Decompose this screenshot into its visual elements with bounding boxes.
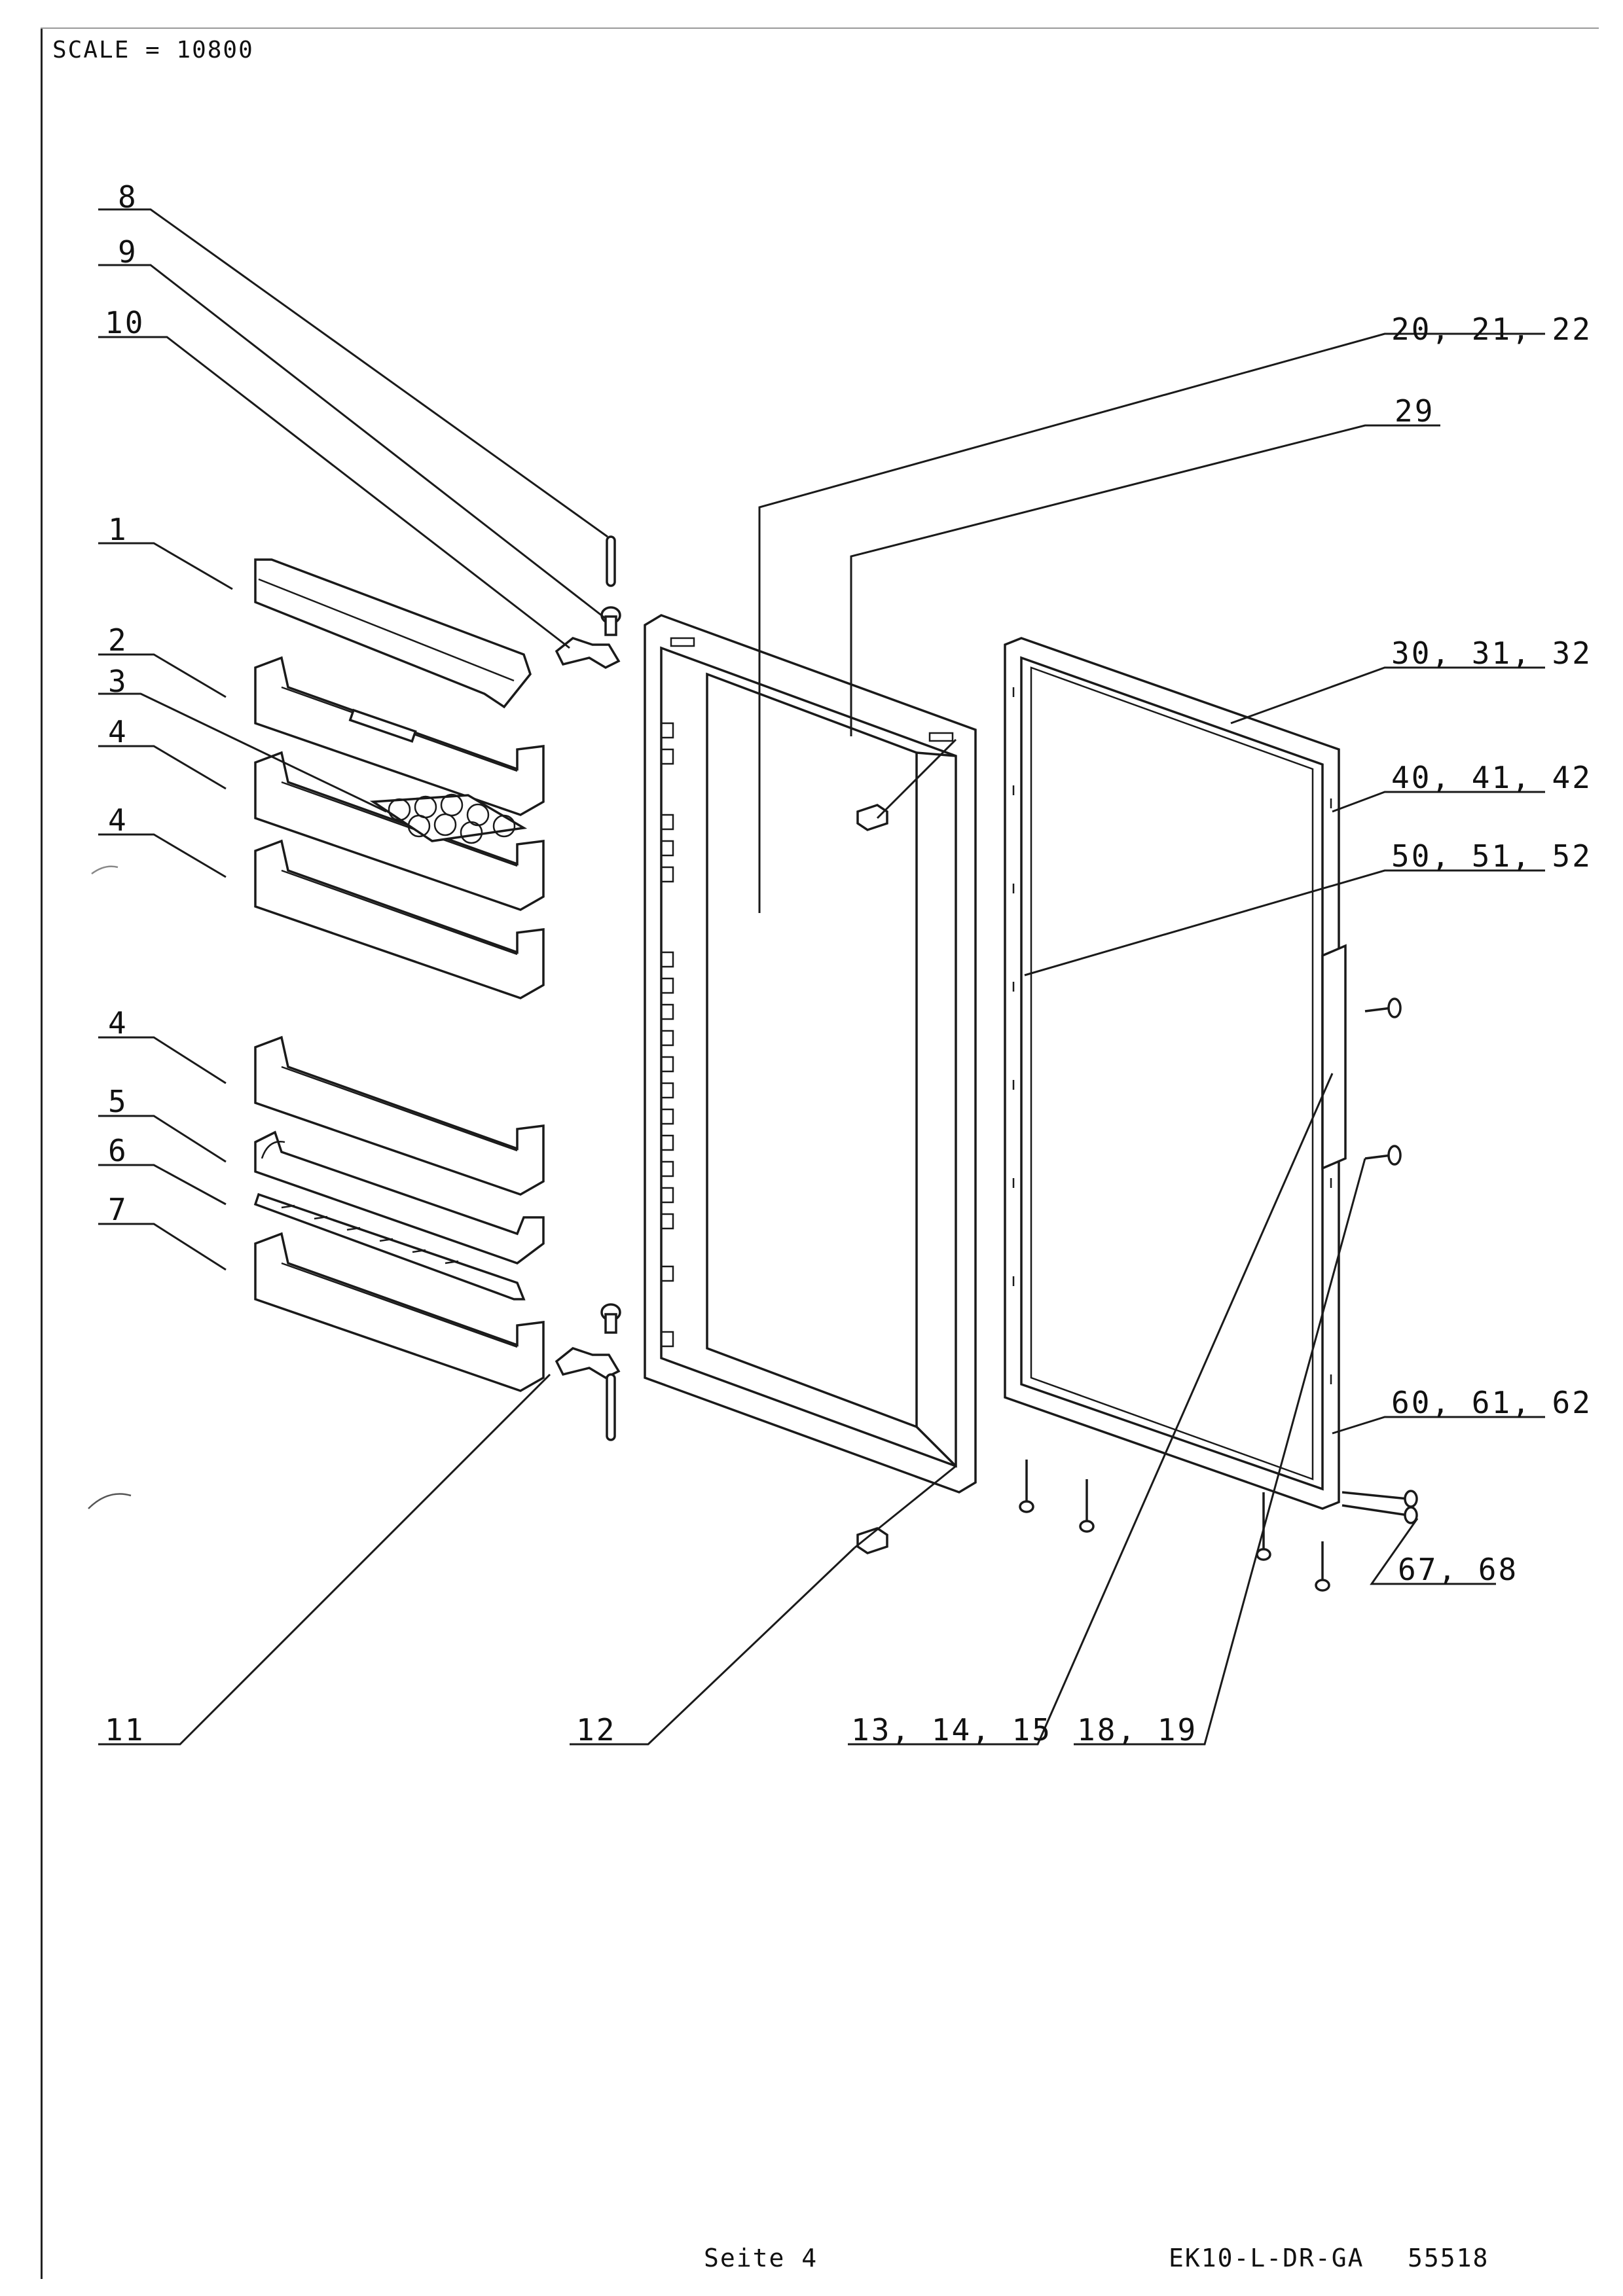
callout-8: 8 [118, 179, 138, 215]
top-border-line [41, 27, 1599, 29]
handle-screw-upper [1364, 997, 1402, 1018]
document-number: 55518 [1408, 2244, 1489, 2272]
scale-label: SCALE = 10800 [52, 37, 254, 63]
callout-4-a: 4 [108, 714, 128, 749]
inner-door-liner-part [644, 614, 977, 1494]
callout-3: 3 [108, 664, 128, 699]
callout-5: 5 [108, 1084, 128, 1119]
shelf-lid-part [254, 558, 532, 709]
model-code: EK10-L-DR-GA [1169, 2244, 1364, 2272]
egg-tray-shelf-part [254, 751, 545, 911]
callout-4-b: 4 [108, 802, 128, 838]
callout-30-31-32: 30, 31, 32 [1391, 636, 1592, 671]
divider-bar-part [253, 1193, 526, 1300]
callout-6: 6 [108, 1133, 128, 1168]
callout-2: 2 [108, 622, 128, 658]
callout-1: 1 [108, 512, 128, 547]
lower-hinge-part-11 [555, 1303, 621, 1441]
callout-18-19: 18, 19 [1077, 1712, 1198, 1748]
upper-hinge-part-10 [555, 637, 621, 669]
callout-60-61-62: 60, 61, 62 [1391, 1385, 1592, 1420]
hinge-pin-part-8 [606, 535, 616, 587]
door-shelf-part-7 [254, 1232, 545, 1392]
door-shelf-part-4-lower [254, 1035, 545, 1196]
callout-13-14-15: 13, 14, 15 [851, 1712, 1052, 1748]
leader-lines [98, 208, 1545, 1746]
outer-door-panel-part [1004, 637, 1347, 1510]
door-clip-part-upper [856, 804, 888, 831]
door-shelf-part-4-upper [254, 839, 545, 999]
bottom-screws [1019, 1460, 1418, 1592]
handle-screw-lower [1364, 1145, 1402, 1166]
callout-29: 29 [1395, 393, 1435, 429]
door-shelf-part-2 [254, 656, 545, 816]
callout-67-68: 67, 68 [1398, 1552, 1519, 1587]
callout-7: 7 [108, 1192, 128, 1227]
page-number: Seite 4 [704, 2244, 818, 2272]
callout-50-51-52: 50, 51, 52 [1391, 838, 1592, 874]
hinge-bushing-part-9 [600, 606, 621, 636]
callout-10: 10 [105, 305, 145, 340]
callout-4-c: 4 [108, 1005, 128, 1041]
callout-12: 12 [576, 1712, 617, 1748]
callout-11: 11 [105, 1712, 145, 1748]
callout-9: 9 [118, 234, 138, 270]
left-border-line [41, 27, 43, 2279]
callout-40-41-42: 40, 41, 42 [1391, 760, 1592, 795]
callout-20-21-22: 20, 21, 22 [1391, 312, 1592, 347]
bottle-rail-part [254, 1130, 545, 1265]
